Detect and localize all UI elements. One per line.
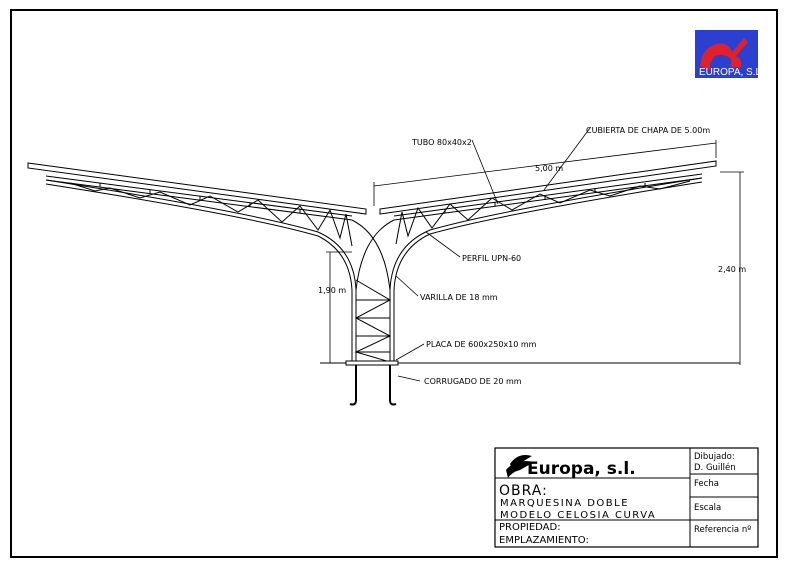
label-span: 5,00 m [535, 164, 563, 173]
dimensions [326, 127, 744, 382]
right-top-chord [393, 173, 703, 217]
label-height-total: 2,40 m [718, 265, 746, 274]
brand-logo-icon [506, 455, 534, 478]
left-truss-web [69, 182, 353, 247]
right-bottom-chord [389, 177, 703, 362]
escala-label: Escala [694, 503, 721, 513]
logo-text: EUROPA, S.L. [699, 67, 764, 78]
span-dimension-line [373, 142, 717, 187]
leader-varilla [395, 275, 419, 297]
leader-tubo [471, 139, 499, 205]
anchor-bar-right [389, 365, 397, 406]
right-roof-sheet [379, 160, 717, 215]
title-block [494, 447, 759, 548]
brand-name: Europa, s.l. [527, 459, 636, 479]
emplazamiento-label: EMPLAZAMIENTO: [499, 535, 589, 546]
sheet-border [10, 9, 778, 558]
left-roof-sheet [27, 162, 367, 215]
anchor-bar-left [349, 365, 357, 406]
label-varilla: VARILLA DE 18 mm [420, 293, 498, 302]
dibujado-label: Dibujado: [694, 452, 735, 462]
obra-line2: MODELO CELOSIA CURVA [500, 510, 656, 521]
left-top-chord [45, 175, 353, 217]
canopy-structure [27, 160, 740, 406]
center-right-arc [351, 219, 391, 291]
label-height-column: 1,90 m [318, 286, 346, 295]
leader-perfil [425, 231, 461, 258]
left-bottom-chord [45, 179, 357, 362]
column-lattice [354, 279, 392, 363]
obra-label: OBRA: [499, 483, 548, 499]
label-corrugado: CORRUGADO DE 20 mm [424, 377, 522, 386]
logo-mark-icon [700, 38, 748, 70]
leader-placa [395, 343, 425, 361]
company-logo: EUROPA, S.L. [695, 30, 764, 78]
label-placa: PLACA DE 600x250x10 mm [426, 340, 537, 349]
leader-corrugado [397, 375, 421, 382]
purlins [99, 183, 646, 213]
label-perfil: PERFIL UPN-60 [462, 254, 521, 263]
right-truss-web [395, 180, 691, 245]
referencia-label: Referencia nº [694, 525, 751, 535]
center-left-arc [355, 219, 395, 291]
fecha-label: Fecha [694, 479, 719, 489]
label-cubierta: CUBIERTA DE CHAPA DE 5.00m [586, 126, 710, 135]
dibujado-value: D. Guillén [694, 462, 736, 473]
base-plate [345, 360, 399, 366]
label-tubo: TUBO 80x40x2 [411, 138, 472, 147]
propiedad-label: PROPIEDAD: [499, 522, 561, 533]
obra-line1: MARQUESINA DOBLE [500, 498, 629, 509]
leader-cubierta [543, 127, 591, 191]
